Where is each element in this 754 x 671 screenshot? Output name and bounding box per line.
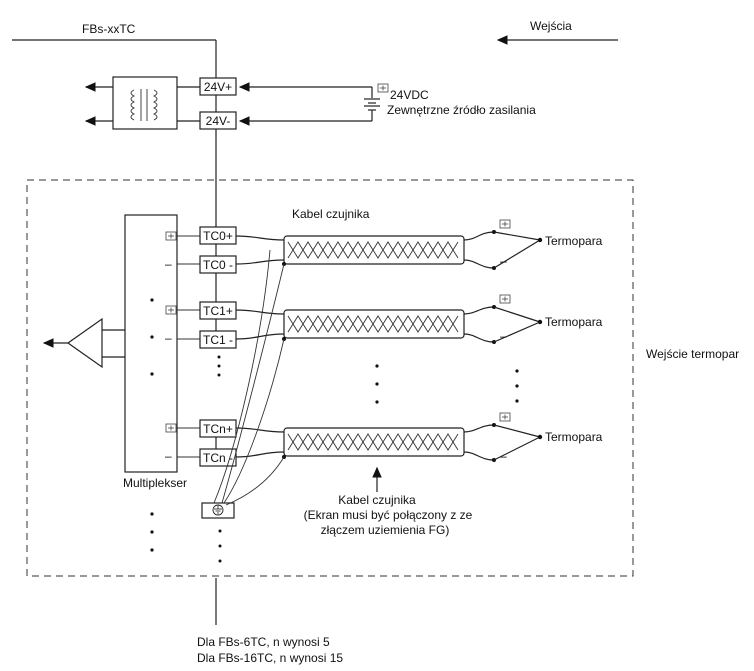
terminal-ground (201, 502, 235, 519)
plus-marker-icon (377, 83, 389, 93)
plus-marker-icon (165, 231, 177, 241)
supply-voltage-label: 24VDC (390, 88, 429, 102)
shielded-cable-1 (283, 309, 465, 339)
mux-minus-n: – (165, 449, 172, 463)
amplifier-icon (66, 317, 125, 369)
continuation-dot (150, 530, 154, 534)
thermocouple-0-label: Termopara (545, 234, 603, 248)
shielded-cable-n (283, 427, 465, 457)
plus-marker-icon (499, 412, 511, 422)
terminal-tc1-plus-label: TC1+ (203, 304, 233, 318)
terminal-tc1-minus-label: TC1 - (203, 333, 233, 347)
continuation-dot (375, 364, 379, 368)
bus-dot (218, 544, 222, 548)
terminal-tc0-plus-label: TC0+ (203, 229, 233, 243)
plus-marker-icon (165, 423, 177, 433)
plus-marker-icon (165, 305, 177, 315)
terminal-tcn-minus-label: TCn - (203, 451, 233, 465)
plus-marker-icon (499, 294, 511, 304)
supply-desc-label: Zewnętrzne źródło zasilania (387, 103, 536, 117)
footnote-2: Dla FBs-16TC, n wynosi 15 (197, 651, 343, 665)
multiplexer-block (124, 214, 178, 473)
tc0-minus-mark: – (500, 254, 507, 268)
inputs-label: Wejścia (530, 19, 572, 33)
mux-minus-1: – (165, 331, 172, 345)
mux-dot (150, 335, 154, 339)
plus-marker-icon (499, 219, 511, 229)
terminal-tc0-minus-label: TC0 - (203, 258, 233, 272)
mux-dot (150, 372, 154, 376)
mux-dot (150, 298, 154, 302)
transformer-icon (112, 76, 178, 130)
tcn-minus-mark: – (500, 449, 507, 463)
channel-0-wiring (235, 230, 543, 270)
continuation-dot (515, 399, 519, 403)
footnote-1: Dla FBs-6TC, n wynosi 5 (197, 635, 330, 649)
module-label: FBs-xxTC (82, 22, 136, 36)
thermocouple-n-label: Termopara (545, 430, 603, 444)
channel-1-wiring (235, 305, 543, 344)
ground-icon (212, 504, 224, 516)
bus-dot (217, 373, 221, 377)
sensor-cable-top-label: Kabel czujnika (292, 207, 370, 221)
terminal-tcn-plus-label: TCn+ (203, 422, 233, 436)
continuation-dot (515, 369, 519, 373)
shield-drain-wires (213, 249, 285, 506)
thermocouple-input-label: Wejście termopar (646, 347, 739, 361)
terminal-24v-minus-label: 24V- (206, 114, 231, 128)
continuation-dot (375, 400, 379, 404)
sensor-cable-note-3: złączem uziemienia FG) (321, 523, 450, 537)
thermocouple-input-area (26, 179, 634, 577)
continuation-dot (150, 548, 154, 552)
continuation-dot (150, 512, 154, 516)
continuation-dot (515, 384, 519, 388)
bus-dot (217, 364, 221, 368)
sensor-cable-note-1: Kabel czujnika (338, 493, 416, 507)
shielded-cable-0 (283, 235, 465, 265)
mux-minus-0: – (165, 257, 172, 271)
bus-dot (218, 559, 222, 563)
tc1-minus-mark: – (500, 329, 507, 343)
terminal-24v-plus (199, 77, 237, 96)
terminal-24v-minus (199, 111, 237, 130)
continuation-dot (375, 382, 379, 386)
bus-dot (218, 529, 222, 533)
battery-icon (364, 98, 380, 111)
thermocouple-1-label: Termopara (545, 315, 603, 329)
bus-dot (217, 355, 221, 359)
sensor-cable-note-2: (Ekran musi być połączony z ze (304, 508, 473, 522)
channel-n-wiring (235, 423, 543, 462)
multiplexer-label: Multiplekser (123, 476, 187, 490)
terminal-24v-plus-label: 24V+ (204, 80, 232, 94)
